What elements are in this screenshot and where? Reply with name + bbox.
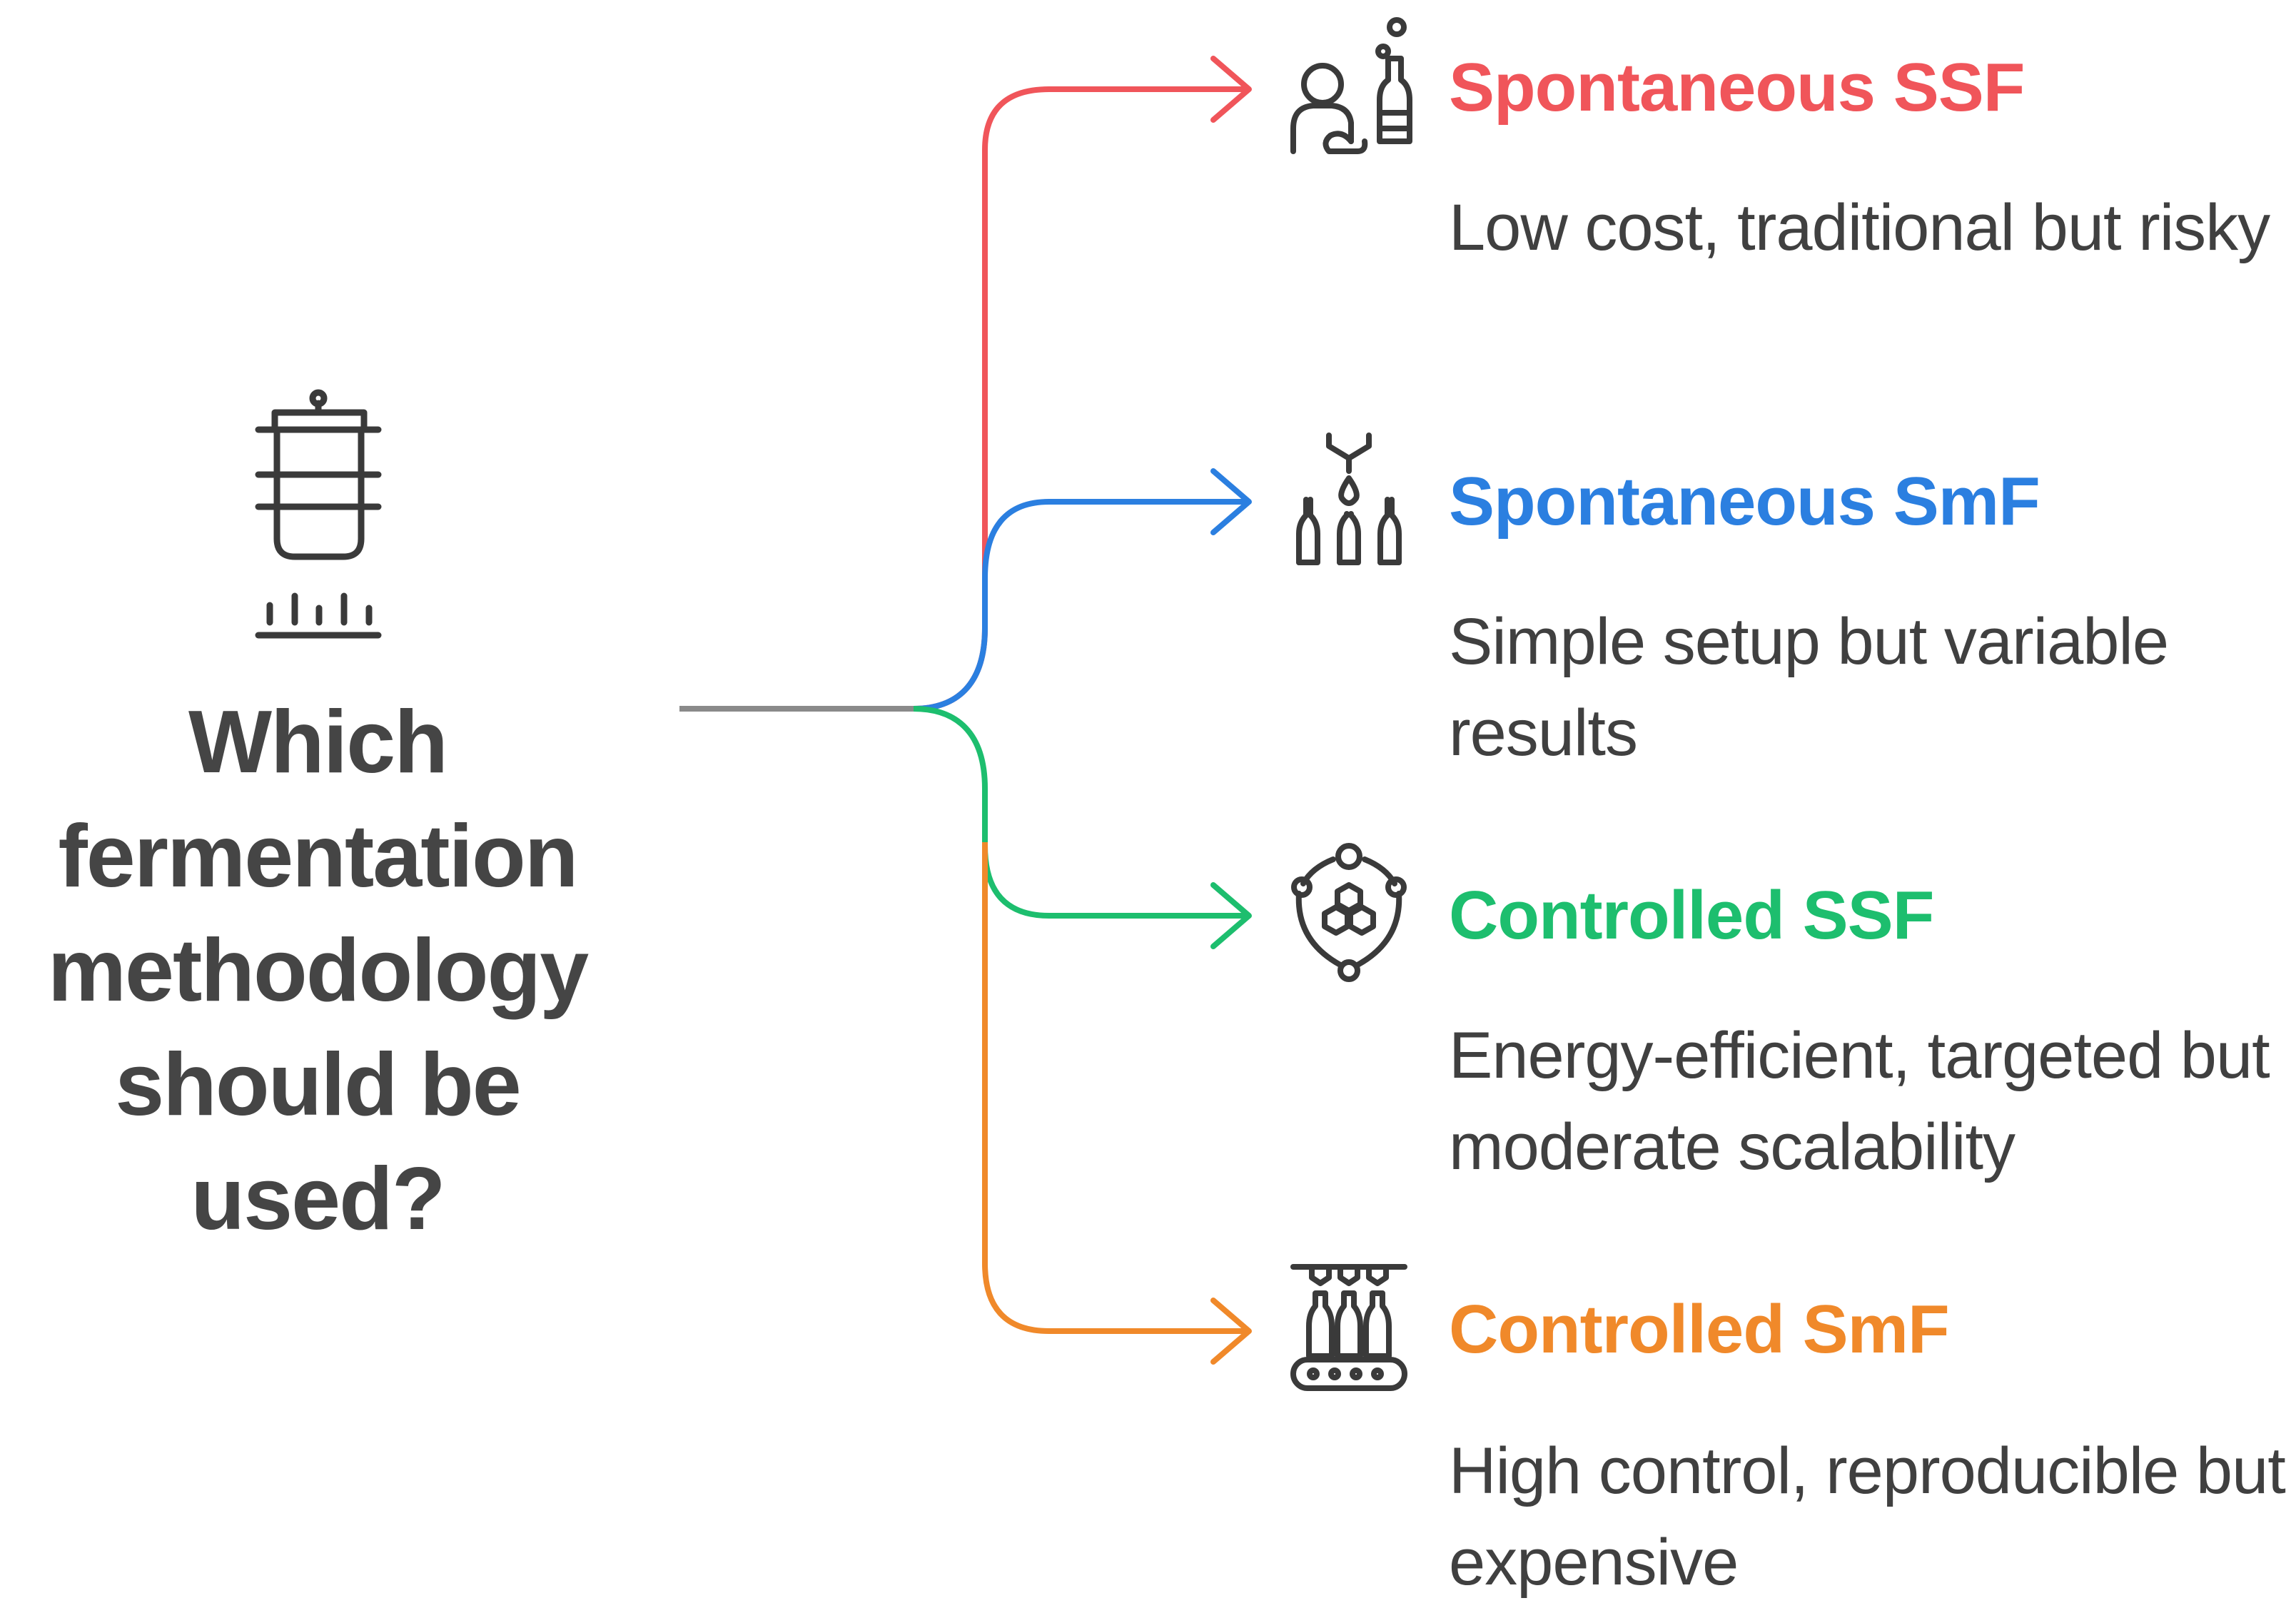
option-3-title: Controlled SSF bbox=[1449, 877, 1934, 954]
branch-1-arrow bbox=[1210, 56, 1252, 123]
option-2-description: Simple setup but variable results bbox=[1449, 605, 2169, 769]
option-2-title: Spontaneous SmF bbox=[1449, 463, 2040, 540]
person-bottle-icon bbox=[1290, 17, 1412, 154]
option-4-title: Controlled SmF bbox=[1449, 1291, 1950, 1367]
option-4-description: High control, reproducible but expensive bbox=[1449, 1435, 2286, 1599]
question-text: Which fermentation methodology should be… bbox=[0, 685, 635, 1256]
option-3-description: Energy-efficient, targeted but moderate … bbox=[1449, 1019, 2270, 1183]
branch-4-line bbox=[982, 842, 1245, 1334]
branch-4-arrow bbox=[1210, 1298, 1252, 1365]
bottling-line-icon bbox=[1290, 1264, 1407, 1391]
option-1-description: Low cost, traditional but risky bbox=[1449, 191, 2270, 264]
branch-2-line bbox=[913, 499, 1245, 712]
question-line-4: should be used? bbox=[115, 1036, 522, 1248]
question-line-2: fermentation bbox=[58, 807, 579, 906]
dripping-bottles-icon bbox=[1296, 433, 1402, 565]
branch-3-line bbox=[913, 706, 1245, 919]
shield-hexagons-icon bbox=[1291, 843, 1407, 982]
branch-3-arrow bbox=[1210, 882, 1252, 949]
branch-2-arrow bbox=[1210, 468, 1252, 535]
steaming-pot-icon bbox=[255, 389, 382, 639]
question-line-1: Which bbox=[188, 693, 448, 792]
question-line-3: methodology bbox=[47, 921, 589, 1020]
option-1-title: Spontaneous SSF bbox=[1449, 49, 2025, 126]
branch-1-line bbox=[913, 86, 1245, 712]
